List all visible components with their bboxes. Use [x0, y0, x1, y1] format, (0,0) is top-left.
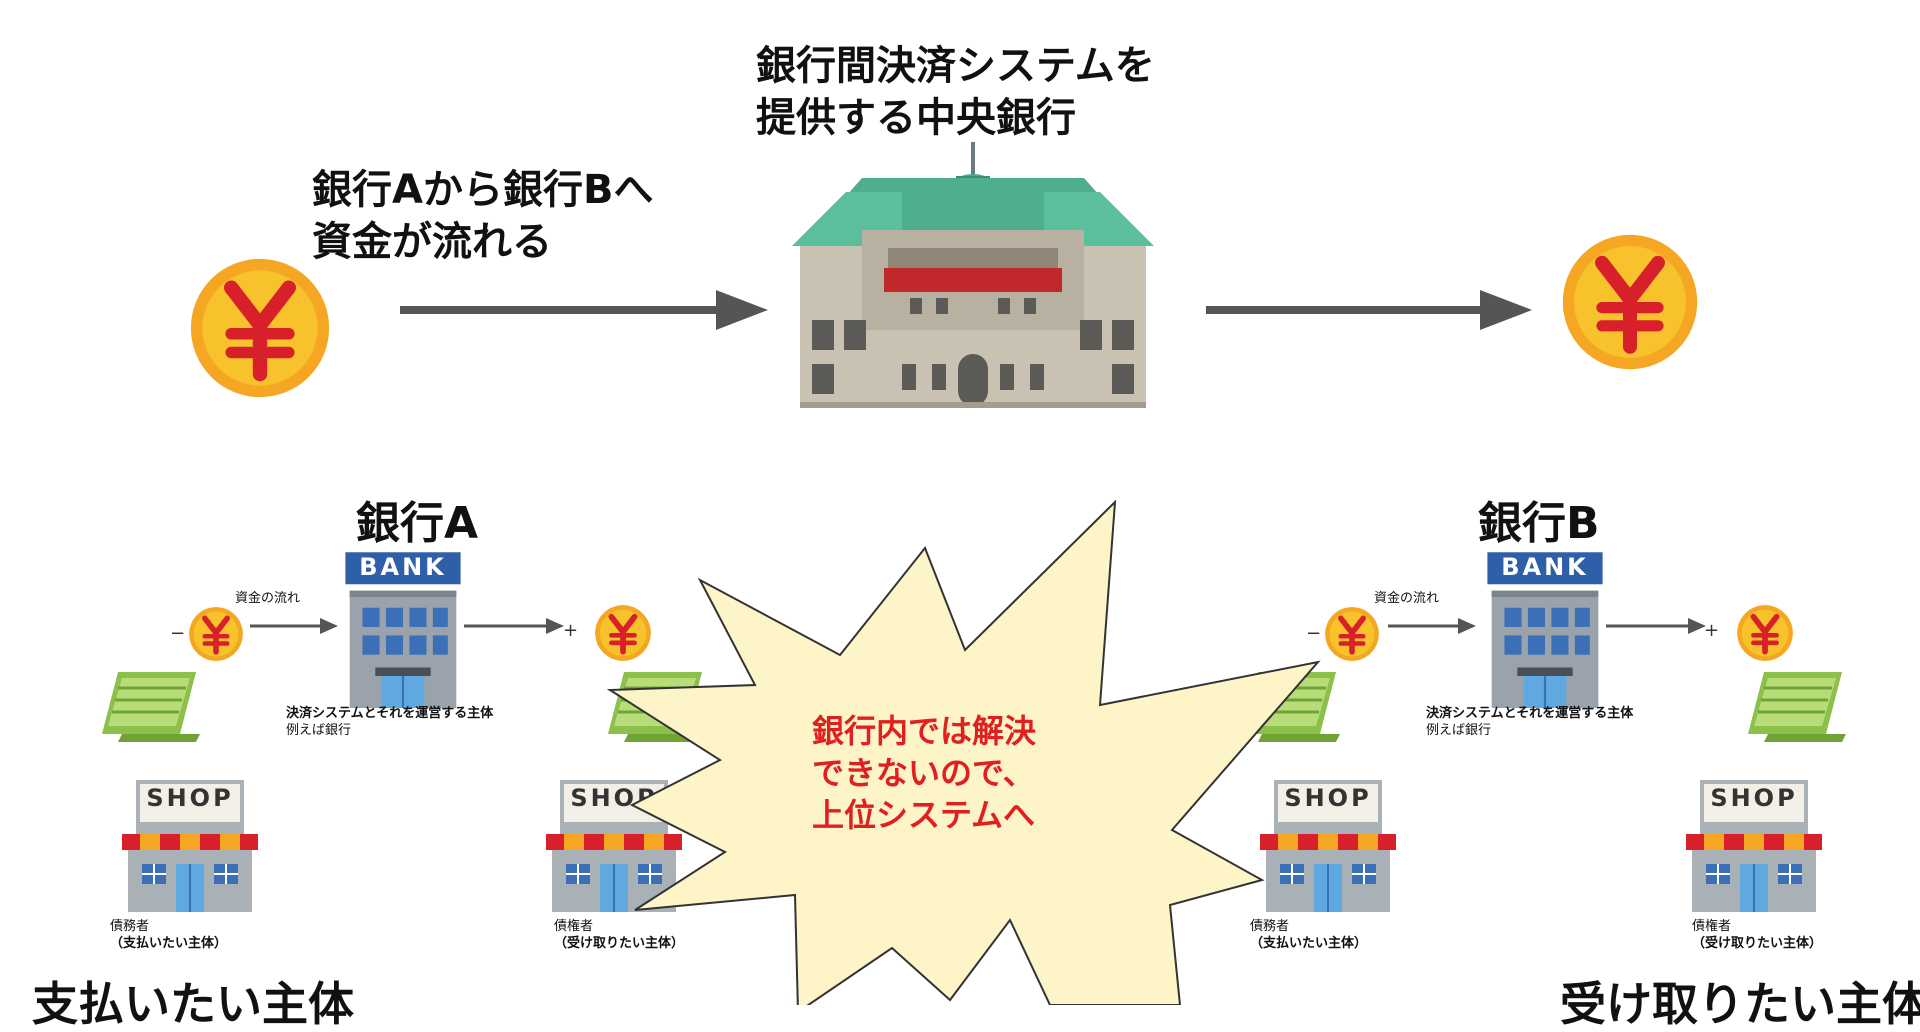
bank-a-flow-label: 資金の流れ: [235, 591, 301, 606]
bank-a-creditor-label: 債権者 （受け取りたい主体）: [554, 918, 684, 952]
bank-b-system-sub: 例えば銀行: [1426, 723, 1492, 738]
bank-b-building-icon: [1487, 552, 1603, 708]
bank-a-debit-coin-icon: [188, 606, 244, 662]
bank-a-title: 銀行A: [356, 498, 479, 549]
bank-b-title: 銀行B: [1478, 498, 1600, 549]
central-bank-title: 銀行間決済システムを 提供する中央銀行: [756, 40, 1155, 144]
yen-coin-receive-icon: [1560, 232, 1700, 372]
bank-a-flow-out-arrow: [464, 618, 564, 634]
bank-b-creditor-line1: 債権者: [1692, 919, 1732, 934]
burst-line3: 上位システムへ: [812, 796, 1036, 834]
bank-a-creditor-line1: 債権者: [554, 919, 594, 934]
bank-a-building-icon: [345, 552, 461, 708]
flow-label-line1: 銀行Aから銀行Bへ: [312, 167, 654, 213]
bank-b-debtor-line1: 債務者: [1250, 919, 1290, 934]
explosion-burst-callout: [606, 500, 1321, 1005]
bank-a-sign: BANK: [359, 553, 447, 581]
payer-label: 支払いたい主体: [32, 977, 354, 1031]
bank-a-plus: +: [563, 620, 579, 641]
bank-b-creditor-money-icon: [1746, 670, 1846, 744]
arrow-to-central-bank: [400, 290, 768, 330]
central-bank-title-line1: 銀行間決済システムを: [756, 43, 1155, 89]
arrow-from-central-bank: [1206, 290, 1532, 330]
bank-b-flow-in-arrow: [1388, 618, 1476, 634]
bank-b-debtor-shop-sign: SHOP: [1284, 784, 1372, 812]
bank-a-flow-in-arrow: [250, 618, 338, 634]
bank-b-minus: −: [1306, 623, 1322, 644]
bank-a-minus: −: [170, 623, 186, 644]
bank-b-credit-coin-icon: [1736, 604, 1794, 662]
flow-label-line2: 資金が流れる: [312, 219, 552, 265]
bank-b-plus: +: [1704, 620, 1720, 641]
bank-b-flow-label: 資金の流れ: [1374, 591, 1440, 606]
bank-a-creditor-line2: （受け取りたい主体）: [554, 936, 685, 951]
yen-coin-icon: [188, 256, 332, 400]
burst-message: 銀行内では解決 できないので、 上位システムへ: [812, 710, 1036, 836]
bank-a-system-label: 決済システムとそれを運営する主体: [286, 706, 494, 721]
bank-b-debtor-line2: （支払いたい主体）: [1250, 936, 1368, 951]
burst-line2: できないので、: [812, 754, 1035, 792]
bank-a-debtor-line1: 債務者: [110, 919, 150, 934]
bank-b-creditor-shop-icon: [1685, 780, 1823, 913]
bank-a-debtor-money-icon: [100, 670, 200, 744]
bank-a-debtor-label: 債務者 （支払いたい主体）: [110, 918, 227, 952]
payee-label: 受け取りたい主体: [1560, 977, 1920, 1031]
bank-b-flow-out-arrow: [1606, 618, 1706, 634]
bank-b-creditor-label: 債権者 （受け取りたい主体）: [1692, 918, 1822, 952]
bank-a-debtor-shop-sign: SHOP: [146, 784, 234, 812]
bank-a-debtor-shop-icon: [121, 780, 259, 913]
bank-b-creditor-line2: （受け取りたい主体）: [1692, 936, 1823, 951]
bank-b-sign: BANK: [1501, 553, 1589, 581]
central-bank-title-line2: 提供する中央銀行: [756, 95, 1076, 141]
bank-a-debtor-line2: （支払いたい主体）: [110, 936, 228, 951]
bank-b-debtor-label: 債務者 （支払いたい主体）: [1250, 918, 1367, 952]
burst-line1: 銀行内では解決: [812, 712, 1037, 750]
flow-label: 銀行Aから銀行Bへ 資金が流れる: [312, 164, 653, 268]
bank-b-system-label: 決済システムとそれを運営する主体: [1426, 706, 1634, 721]
bank-b-debtor-shop-icon: [1259, 780, 1397, 913]
bank-a-system-sub: 例えば銀行: [286, 723, 352, 738]
bank-b-creditor-shop-sign: SHOP: [1710, 784, 1798, 812]
central-bank-building-icon: [792, 142, 1154, 408]
